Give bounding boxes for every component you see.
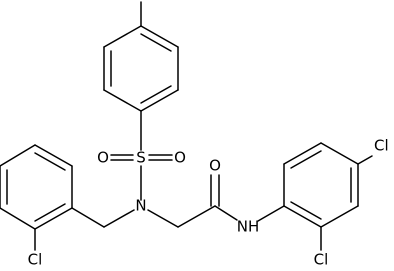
bond-carbonyl-nh <box>214 205 238 221</box>
bond-clph-inner-3 <box>34 203 66 222</box>
bond-tolyl-inner-1 <box>140 33 172 52</box>
bond-dcph-2 <box>283 142 322 165</box>
bond-dcph-inner-1 <box>290 150 322 169</box>
bonds <box>0 1 373 251</box>
bond-clph-inner-1 <box>34 152 66 171</box>
bond-clph-2 <box>34 144 73 167</box>
bond-nh-ring <box>257 205 285 222</box>
atom-sulfonamide-nitrogen: N <box>135 197 146 215</box>
bond-dcph-para-chlorine <box>357 155 373 165</box>
bond-n-benzyl-ch2 <box>103 209 135 228</box>
atom-sulfonyl-oxygen-left: O <box>97 149 109 167</box>
bond-tolyl-4 <box>103 89 142 112</box>
atom-chlorine-para: Cl <box>374 137 389 155</box>
atom-sulfur: S <box>136 149 146 167</box>
bond-clph-3 <box>0 144 36 167</box>
bond-dcph-5 <box>320 205 359 228</box>
bond-clph-5 <box>0 207 36 230</box>
bond-clph-6 <box>34 207 73 230</box>
atom-sulfonyl-oxygen-right: O <box>174 149 186 167</box>
bond-tolyl-inner-2 <box>140 85 172 104</box>
bond-ch2-ring <box>71 207 105 228</box>
atom-amide-nh: NH <box>237 218 260 236</box>
bond-dcph-inner-3 <box>290 201 322 220</box>
bond-dcph-6 <box>283 205 322 228</box>
bond-ch2-carbonyl <box>177 205 216 228</box>
bond-dcph-3 <box>320 142 359 165</box>
bond-tolyl-1 <box>140 25 179 48</box>
bond-tolyl-3 <box>140 89 179 112</box>
atom-carbonyl-oxygen: O <box>209 157 221 175</box>
atom-labels: S O O N O NH Cl Cl Cl <box>28 137 389 269</box>
bond-tolyl-6 <box>103 25 142 48</box>
bond-n-ch2 <box>147 209 179 228</box>
atom-chlorine-benzyl: Cl <box>28 251 43 269</box>
atom-chlorine-ortho: Cl <box>314 251 329 269</box>
